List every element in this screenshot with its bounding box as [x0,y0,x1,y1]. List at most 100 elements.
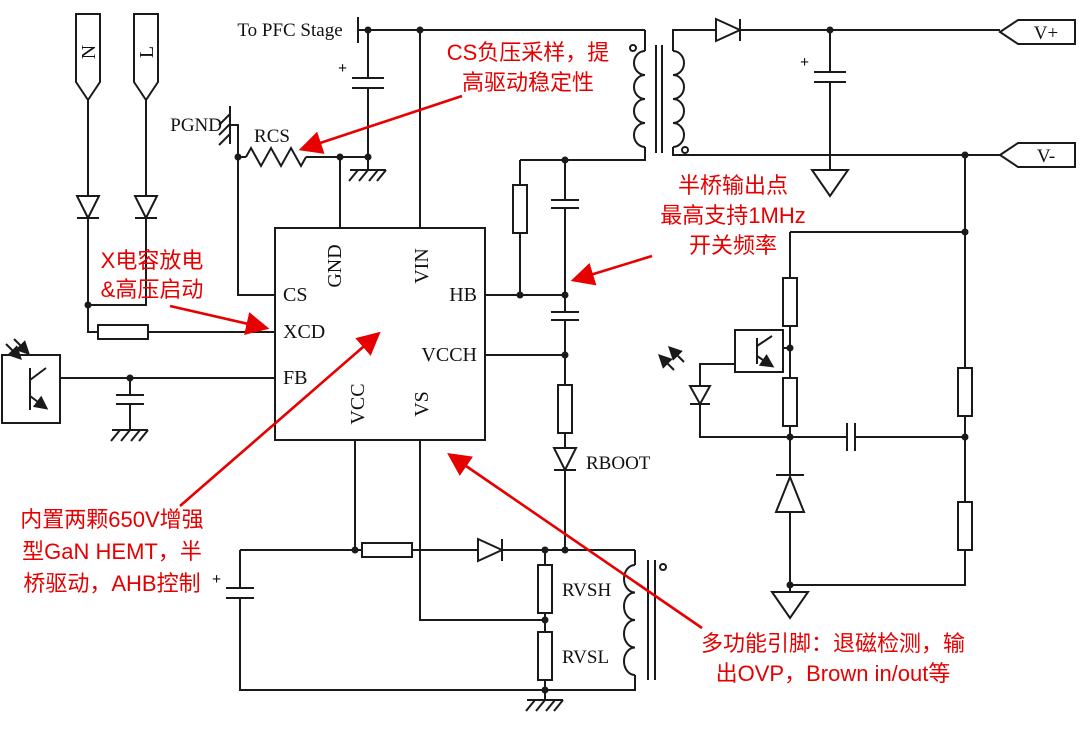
pgnd-label: PGND [170,115,222,136]
annotation-gan-line2: 型GaN HEMT，半 [22,539,202,564]
primary-winding [633,50,646,148]
rvsh-resistor [537,564,553,614]
hb-snubber-capacitor [551,199,579,209]
xcd-series-resistor [97,324,149,340]
output-capacitor [814,71,846,83]
connector-l-label: L [136,46,158,58]
photo-transistor-glyph [29,367,47,410]
rboot-diode [552,447,578,473]
ic-pin-vcch: VCCH [421,344,477,366]
annotation-hb-line1: 半桥输出点 [678,173,788,198]
input-connector-n: N [75,13,101,102]
annotation-arrow [570,254,653,286]
annotation-arrow [179,331,381,507]
annotation-hb-line3: 开关频率 [689,233,777,258]
fb-filter-capacitor [116,394,144,405]
ic-pin-vcc: VCC [347,383,369,424]
light-arrow [13,338,30,355]
fb-earth-ground [110,429,149,442]
optocoupler-receiver [1,338,61,424]
ic-pin-cs: CS [283,284,307,306]
transistor-emitter [756,353,775,368]
v-minus-connector: V- [998,142,1076,168]
v-plus-label: V+ [1034,23,1058,44]
annotation-multi-line2: 出OVP，Brown in/out等 [716,661,951,686]
bulk-capacitor-polarity: + [338,60,347,77]
annotation-cs-sense: CS负压采样，提 高驱动稳定性 [298,40,610,154]
ic-pin-xcd: XCD [283,321,325,343]
feedback-lower-resistor [782,377,798,427]
annotation-cs-sense-line1: CS负压采样，提 [447,40,610,65]
annotation-gan-line3: 桥驱动，AHB控制 [23,571,200,596]
rvsh-label: RVSH [562,580,611,601]
light-arrow [5,343,22,360]
rvsl-label: RVSL [562,647,609,668]
to-pfc-stage-label: To PFC Stage [237,20,342,41]
annotation-gan-line1: 内置两颗650V增强 [20,507,203,532]
annotation-arrow [447,453,703,630]
v-plus-connector: V+ [998,19,1076,45]
annotation-xcd: X电容放电 &高压启动 [101,248,270,335]
aux-earth-ground [525,699,564,712]
output-ground-triangle [810,169,850,198]
rboot-label: RBOOT [586,453,651,474]
bootstrap-capacitor [551,311,579,321]
ic-pin-gnd: GND [324,244,346,287]
circuit-wires [60,17,1000,700]
main-transformer [629,44,689,154]
input-diode-l [133,195,159,221]
feedback-bias-resistor [782,277,798,327]
input-connector-l: L [133,13,159,102]
divider-lower-resistor [957,501,973,551]
annotation-arrow [298,94,463,154]
annotation-hb-line2: 最高支持1MHz [660,203,805,228]
main-ic: CS XCD FB GND VIN HB VCCH VCC VS [274,227,486,441]
shunt-regulator [774,474,806,513]
led-emission-arrow [658,354,675,371]
annotation-cs-sense-line2: 高驱动稳定性 [462,70,594,95]
vcc-diode [477,537,505,563]
ic-pin-hb: HB [449,284,477,306]
secondary-ground-triangle [770,591,810,620]
ic-pin-vs: VS [411,391,433,417]
vcc-capacitor-polarity: + [212,571,221,588]
compensation-capacitor [846,423,856,451]
divider-upper-resistor [957,367,973,417]
opto-led [658,346,712,407]
transformer-core [655,45,663,153]
ic-pin-fb: FB [283,367,307,389]
photo-transistor-emitter [29,395,49,410]
rcs-label: RCS [254,126,290,147]
annotation-xcd-line2: &高压启动 [101,277,204,302]
annotation-arrow [169,304,270,335]
aux-winding [623,564,636,676]
aux-polarity-dot [659,563,667,571]
bulk-capacitor [352,77,384,89]
output-capacitor-polarity: + [800,54,809,71]
hb-snubber-resistor [512,184,528,234]
earth-ground-bulk [348,169,387,182]
aux-transformer [623,560,667,680]
primary-polarity-dot [629,44,637,52]
feedback-regulator-box [734,329,784,373]
ic-pin-vin: VIN [411,248,433,284]
annotation-multi: 多功能引脚：退磁检测，输 出OVP，Brown in/out等 [447,453,965,686]
rcs-shunt-resistor [245,145,307,169]
secondary-winding [672,50,685,148]
annotation-multi-line1: 多功能引脚：退磁检测，输 [701,631,965,656]
transistor-glyph [756,335,773,364]
secondary-polarity-dot [681,146,689,154]
pgnd-earth-ground [218,106,231,146]
annotation-xcd-line1: X电容放电 [101,248,204,273]
rvsl-resistor [537,631,553,681]
annotation-gan: 内置两颗650V增强 型GaN HEMT，半 桥驱动，AHB控制 [20,331,381,596]
bootstrap-resistor [557,384,573,434]
input-diode-n [75,195,101,221]
connector-n-label: N [78,45,100,59]
aux-core [647,560,656,680]
output-rectifier-diode [715,17,743,43]
v-minus-label: V- [1037,146,1055,167]
vcc-series-resistor [361,542,413,558]
led-emission-arrow [668,346,685,363]
junction-dots [84,26,969,694]
